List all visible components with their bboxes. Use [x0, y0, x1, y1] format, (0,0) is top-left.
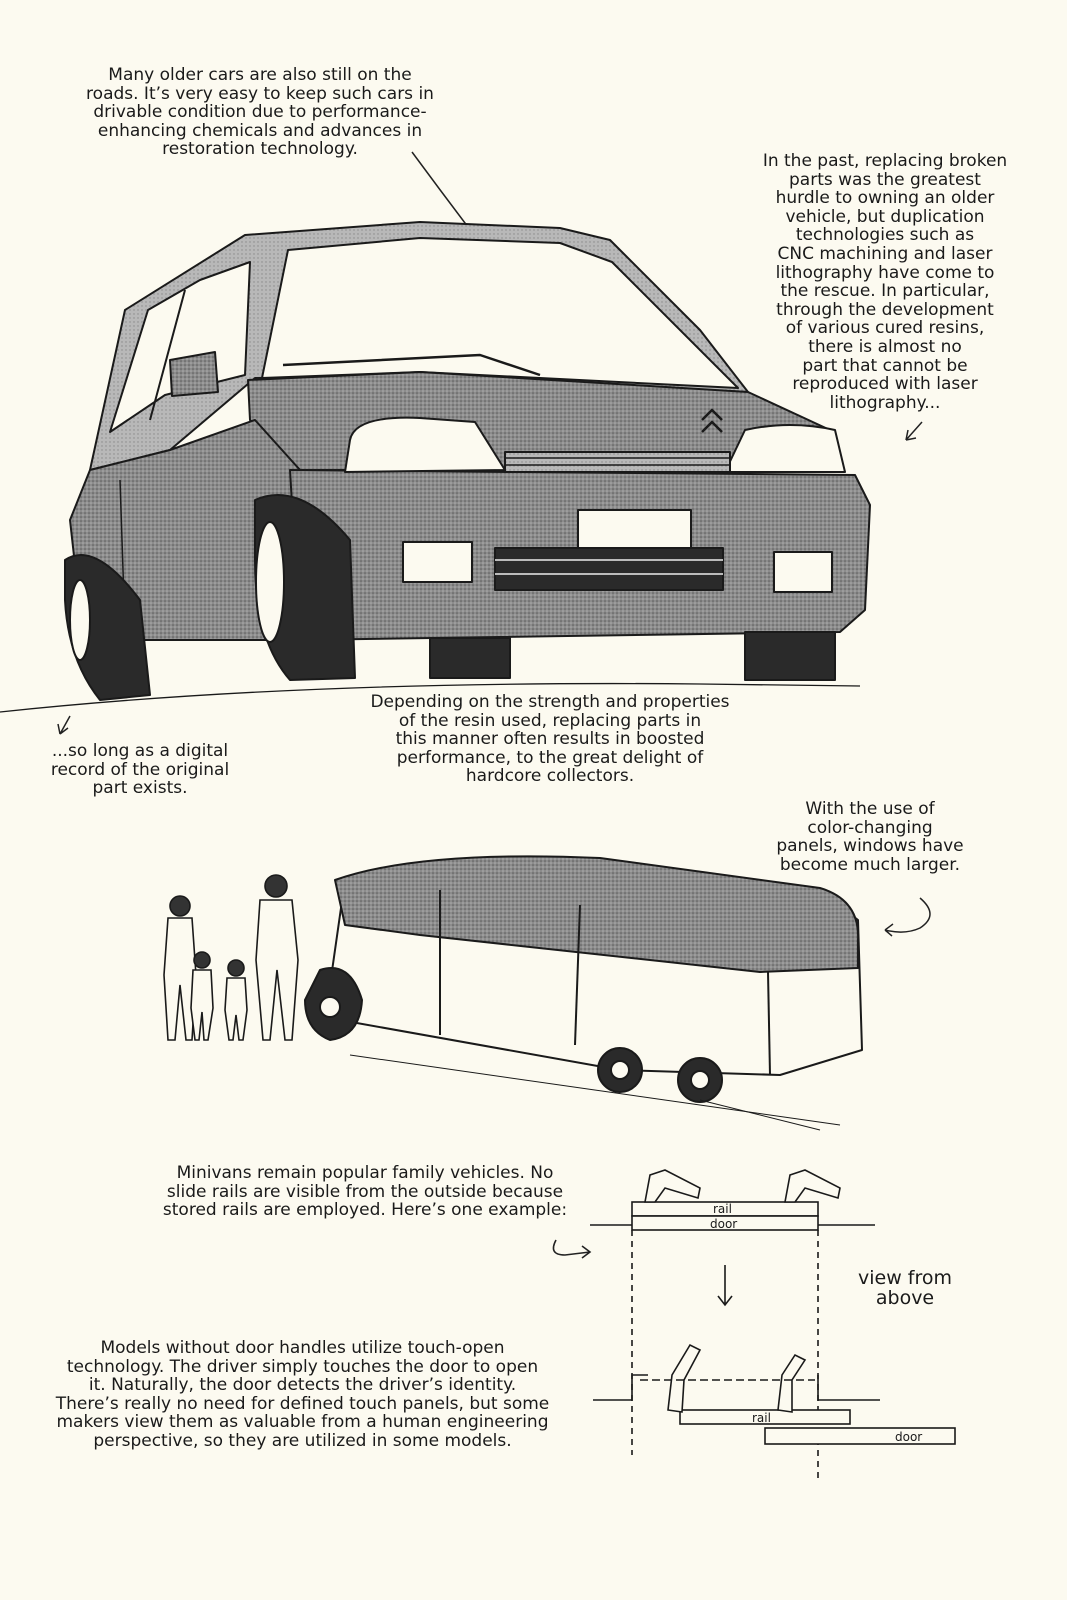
- arrow-digital-record: [57, 715, 71, 735]
- arrow-replacing-parts: [905, 421, 923, 441]
- stored-rail-diagram: [590, 1169, 956, 1480]
- caption-older-cars: Many older cars are also still on the ro…: [86, 65, 434, 160]
- caption-replacing-parts: In the past, replacing broken parts was …: [762, 151, 1008, 413]
- caption-view-from-above: view from above: [857, 1267, 952, 1309]
- caption-digital-record: ...so long as a digital record of the or…: [50, 741, 230, 799]
- caption-color-panels: With the use of color-changing panels, w…: [776, 799, 964, 875]
- leader-line-older-cars: [411, 151, 469, 228]
- rail-label-bottom: rail: [752, 1411, 771, 1425]
- hatchback-car-illustration: [0, 221, 871, 713]
- caption-touch-open: Models without door handles utilize touc…: [55, 1338, 550, 1451]
- rail-label-top: rail: [713, 1202, 732, 1216]
- door-label-top: door: [710, 1217, 737, 1231]
- arrow-minivans: [552, 1239, 592, 1259]
- family-illustration: [163, 874, 299, 1041]
- door-label-bottom: door: [895, 1430, 922, 1444]
- arrow-color-panels: [884, 897, 931, 937]
- caption-resin-strength: Depending on the strength and properties…: [370, 692, 730, 787]
- caption-minivans: Minivans remain popular family vehicles.…: [162, 1163, 568, 1221]
- minivan-illustration: [304, 855, 863, 1131]
